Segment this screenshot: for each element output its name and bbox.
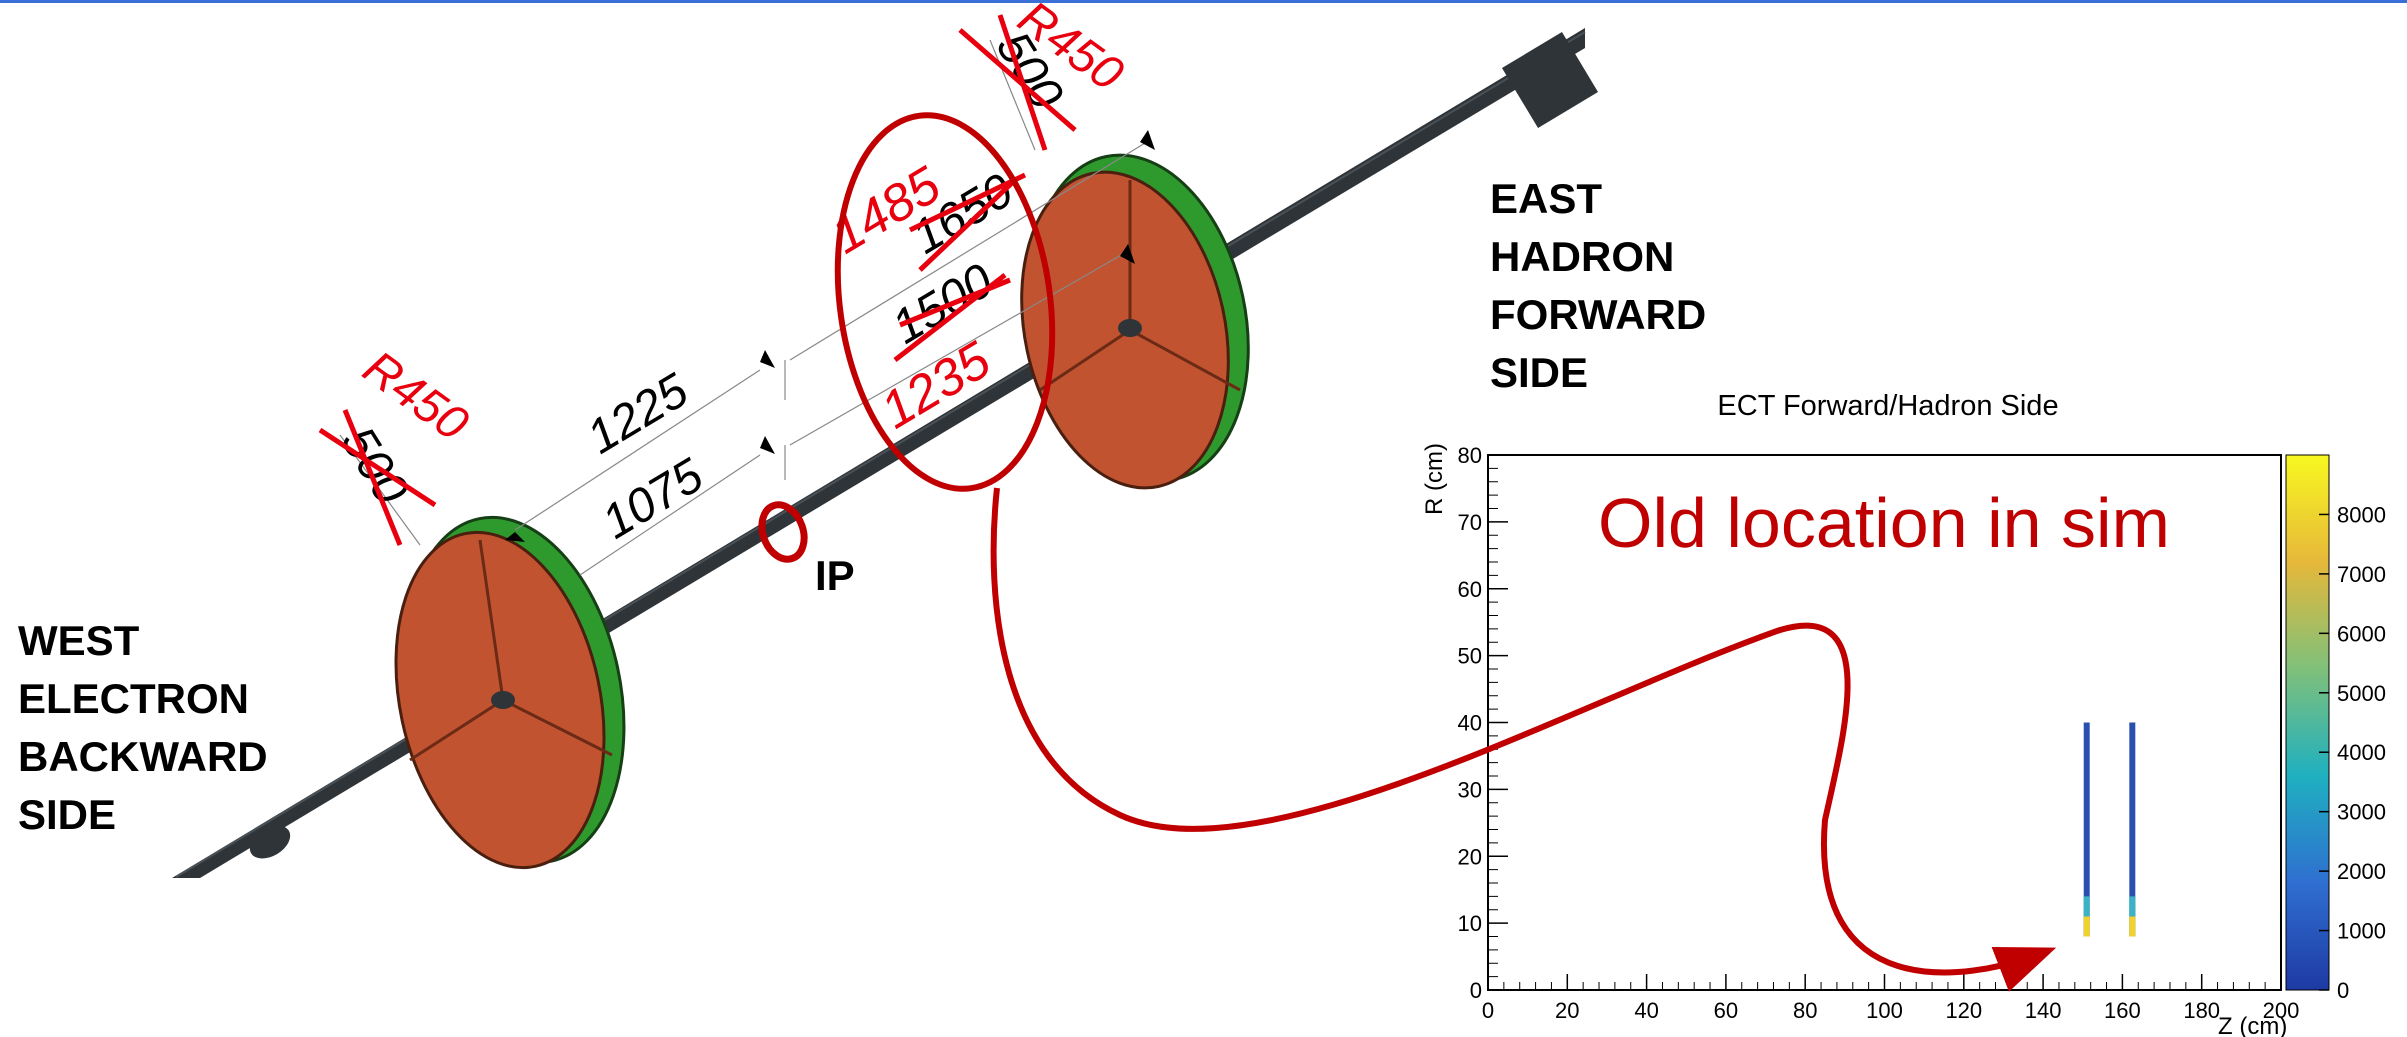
dim-east-bottom-old: 1500	[883, 254, 1002, 355]
old-location-label: Old location in sim	[1598, 484, 2170, 562]
y-tick-label: 20	[1458, 844, 1482, 869]
west-line-3: BACKWARD	[18, 733, 268, 780]
colorbar-tick-label: 5000	[2337, 681, 2386, 706]
heatmap-band	[2129, 722, 2136, 937]
x-axis-label: Z (cm)	[2218, 1013, 2287, 1037]
x-tick-label: 140	[2025, 998, 2062, 1023]
histogram-title: ECT Forward/Hadron Side	[1717, 390, 2059, 422]
colorbar-tick-label: 8000	[2337, 502, 2386, 527]
y-tick-label: 60	[1458, 577, 1482, 602]
heatmap-bands	[2083, 722, 2136, 937]
highlight-ellipse	[834, 112, 1056, 492]
colorbar-tick-label: 6000	[2337, 621, 2386, 646]
east-side-label: EAST HADRON FORWARD SIDE	[1490, 170, 1706, 402]
x-tick-label: 60	[1714, 998, 1738, 1023]
y-tick-label: 80	[1458, 443, 1482, 468]
colorbar-tick-label: 3000	[2337, 800, 2386, 825]
heatmap-band	[2083, 722, 2090, 937]
colorbar	[2285, 454, 2330, 991]
colorbar-tick-label: 2000	[2337, 859, 2386, 884]
west-disk	[394, 515, 626, 870]
y-tick-label: 30	[1458, 777, 1482, 802]
histogram-frame	[1487, 454, 2282, 991]
heatmap-band-mid	[2129, 896, 2136, 917]
y-tick-label: 40	[1458, 711, 1482, 736]
heatmap-band-hot	[2083, 916, 2090, 937]
corrections	[318, 14, 1077, 546]
y-axis: 0 10 20 30 40 50 60 70 80	[1458, 443, 1508, 1003]
x-tick-label: 0	[1482, 998, 1494, 1023]
west-line-2: ELECTRON	[18, 675, 249, 722]
x-tick-label: 20	[1555, 998, 1579, 1023]
y-tick-label: 70	[1458, 510, 1482, 535]
x-tick-label: 40	[1634, 998, 1658, 1023]
east-line-2: HADRON	[1490, 233, 1675, 280]
top-border-line	[0, 0, 2407, 3]
east-disk	[1020, 153, 1250, 490]
west-line-1: WEST	[18, 617, 140, 664]
x-tick-label: 160	[2104, 998, 2141, 1023]
x-tick-label: 80	[1793, 998, 1817, 1023]
colorbar-ticks: 0 1000 2000 3000 4000 5000 6000 7000 8000	[2319, 502, 2386, 1003]
x-tick-label: 200	[2263, 998, 2300, 1023]
east-line-4: SIDE	[1490, 349, 1589, 396]
west-line-4: SIDE	[18, 791, 117, 838]
colorbar-tick-label: 7000	[2337, 562, 2386, 587]
old-location-arrow	[990, 487, 2057, 992]
x-tick-label: 120	[1945, 998, 1982, 1023]
ip-label: IP	[815, 552, 855, 599]
y-tick-label: 50	[1458, 644, 1482, 669]
x-tick-label: 100	[1866, 998, 1903, 1023]
west-side-label: WEST ELECTRON BACKWARD SIDE	[18, 612, 268, 844]
colorbar-tick-label: 1000	[2337, 919, 2386, 944]
east-line-3: FORWARD	[1490, 291, 1707, 338]
y-tick-label: 10	[1458, 911, 1482, 936]
heatmap-band-hot	[2129, 916, 2136, 937]
colorbar-tick-label: 0	[2337, 978, 2349, 1003]
colorbar-tick-label: 4000	[2337, 740, 2386, 765]
ip-marker	[758, 501, 808, 563]
heatmap-band-mid	[2083, 896, 2090, 917]
east-line-1: EAST	[1490, 175, 1603, 222]
y-axis-label: R (cm)	[1421, 443, 1448, 515]
y-tick-label: 0	[1470, 978, 1482, 1003]
x-tick-label: 180	[2183, 998, 2220, 1023]
dim-west-bottom: 1075	[593, 449, 712, 550]
